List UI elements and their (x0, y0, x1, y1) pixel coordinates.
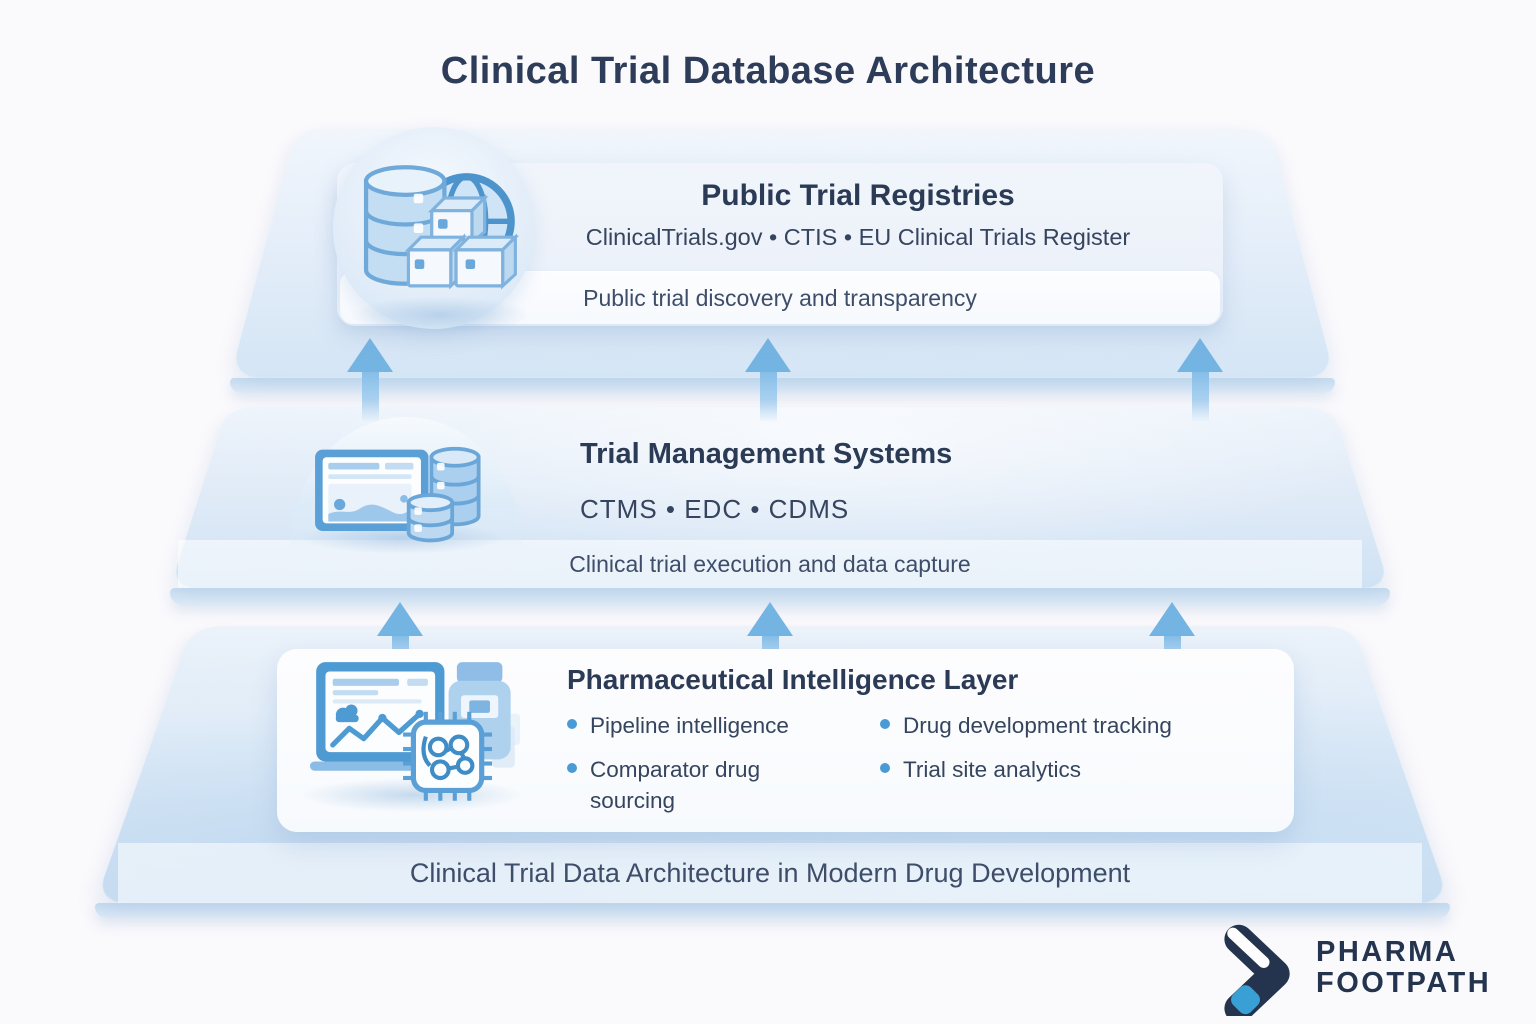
footer-caption-band: Clinical Trial Data Architecture in Mode… (118, 843, 1422, 903)
tier3-bullet-list: Pipeline intelligence Drug development t… (567, 710, 1172, 816)
tier3-title: Pharmaceutical Intelligence Layer (567, 664, 1019, 695)
up-arrow-icon (1177, 338, 1223, 422)
page-title: Clinical Trial Database Architecture (440, 50, 1096, 92)
tier1-subtitle: ClinicalTrials.gov • CTIS • EU Clinical … (585, 224, 1131, 250)
bullet-label: Trial site analytics (903, 757, 1081, 783)
tier2-platform-edge (170, 588, 1390, 605)
bullet-item: Comparator drug sourcing (567, 754, 837, 816)
up-arrow-icon (347, 338, 393, 422)
bullet-item: Pipeline intelligence (567, 710, 837, 741)
brand-name: PHARMA FOOTPATH (1316, 937, 1491, 999)
bullet-label: Drug development tracking (903, 713, 1172, 738)
tier1-title: Public Trial Registries (701, 179, 1015, 212)
bullet-dot-icon (567, 719, 577, 729)
chevron-footpath-icon (1224, 924, 1290, 1016)
bullet-label: Pipeline intelligence (590, 713, 789, 738)
bullet-dot-icon (880, 763, 890, 774)
database-globe-packages-icon (363, 165, 520, 290)
tier1-icon-shadow (350, 296, 530, 334)
up-arrow-icon (745, 338, 791, 422)
bullet-label: Comparator drug sourcing (590, 757, 761, 814)
laptop-pill-bottle-ai-chip-icon (309, 662, 520, 801)
bullet-dot-icon (880, 719, 890, 729)
tier2-subtitle: CTMS • EDC • CDMS (580, 494, 850, 524)
bullet-dot-icon (567, 763, 577, 774)
dashboard-databases-icon (315, 446, 481, 543)
brand-name-line1: PHARMA (1316, 936, 1459, 968)
brand-logo: PHARMA FOOTPATH (1210, 920, 1491, 1016)
tier1-platform-edge (230, 378, 1335, 393)
up-arrow-icon (1149, 602, 1195, 664)
tier2-title: Trial Management Systems (580, 438, 953, 470)
tier3-platform-edge (95, 903, 1450, 918)
brand-name-line2: FOOTPATH (1316, 967, 1492, 999)
bullet-item: Trial site analytics (880, 754, 1172, 816)
bullet-item: Drug development tracking (880, 710, 1172, 741)
